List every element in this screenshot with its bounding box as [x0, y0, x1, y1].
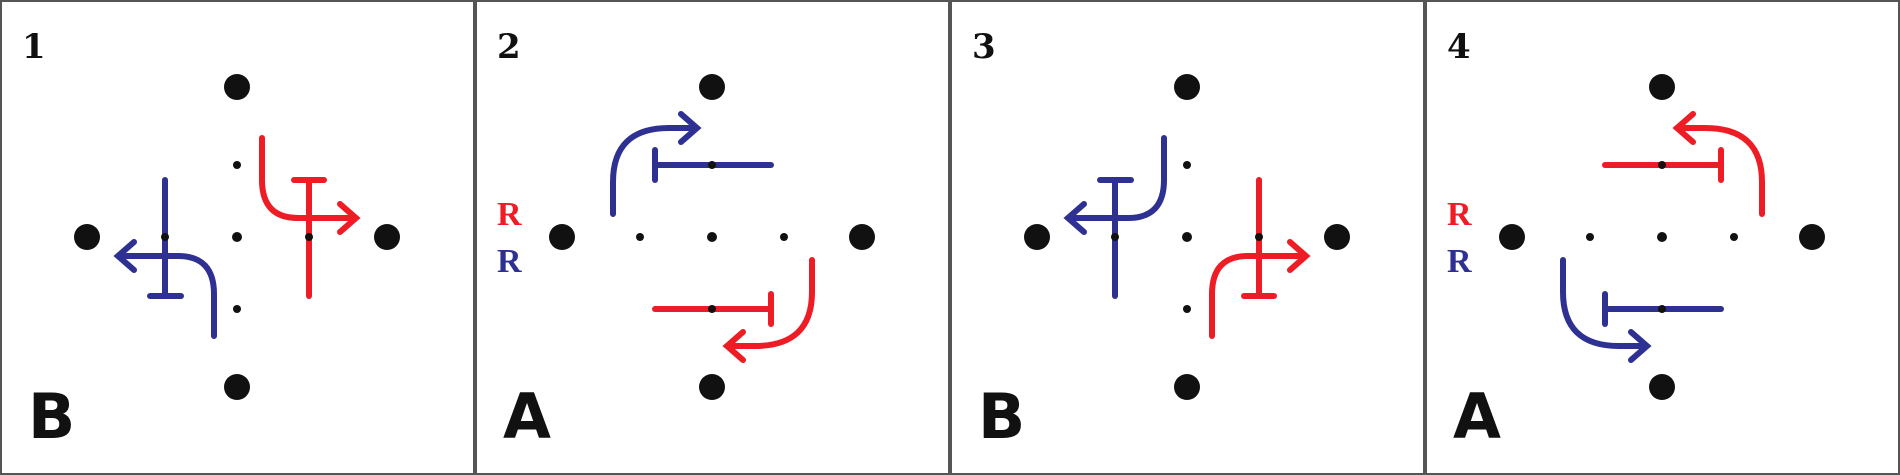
center-dot	[161, 233, 169, 241]
panel-number: 1	[22, 27, 46, 67]
small-dot	[707, 232, 717, 242]
panel-letter: B	[28, 380, 75, 453]
small-dot	[1657, 232, 1667, 242]
blue-arrowhead	[678, 111, 702, 145]
vertex-dots	[1499, 74, 1825, 400]
red-arrowhead	[337, 201, 361, 235]
small-dot	[1730, 233, 1738, 241]
vertex-dots	[1024, 74, 1350, 400]
small-dot	[1586, 233, 1594, 241]
red-strand	[1602, 111, 1765, 217]
blue-arrowhead	[1063, 201, 1087, 235]
small-dot	[1182, 232, 1192, 242]
panel-number: 2	[497, 27, 521, 67]
red-arrowhead	[722, 329, 746, 363]
label-r-blue: R	[497, 243, 522, 280]
center-dot	[1111, 233, 1119, 241]
vertex-right	[374, 224, 400, 250]
vertex-bottom	[1174, 374, 1200, 400]
blue-curve-arrow	[117, 253, 217, 339]
panel-1: 1 B	[0, 0, 475, 475]
panel-letter: B	[978, 380, 1025, 453]
panel-letter: A	[1453, 380, 1501, 453]
label-r-red: R	[1447, 196, 1472, 233]
small-dot	[1183, 161, 1191, 169]
vertex-bottom	[1649, 374, 1675, 400]
blue-strand	[1560, 257, 1724, 363]
panel-3: 3 B	[950, 0, 1425, 475]
blue-arrowhead	[1628, 329, 1652, 363]
vertex-top	[1649, 74, 1675, 100]
vertex-right	[1324, 224, 1350, 250]
center-dot	[1658, 305, 1666, 313]
blue-curve-arrow	[1067, 135, 1167, 221]
vertex-left	[1024, 224, 1050, 250]
center-dot	[1658, 161, 1666, 169]
panel-2: 2 A R R	[475, 0, 950, 475]
blue-arrowhead	[113, 239, 137, 273]
vertex-dots	[549, 74, 875, 400]
vertex-bottom	[224, 374, 250, 400]
label-r-red: R	[497, 196, 522, 233]
panel-number: 3	[972, 27, 996, 67]
center-dot	[708, 305, 716, 313]
blue-curve-arrow	[610, 125, 698, 217]
vertex-bottom	[699, 374, 725, 400]
vertex-top	[699, 74, 725, 100]
small-dot	[233, 305, 241, 313]
small-dot	[232, 232, 242, 242]
center-dot	[305, 233, 313, 241]
small-dot	[233, 161, 241, 169]
vertex-left	[74, 224, 100, 250]
red-curve-arrow	[726, 257, 815, 349]
vertex-top	[1174, 74, 1200, 100]
vertex-right	[1799, 224, 1825, 250]
panel-letter: A	[503, 380, 551, 453]
red-curve-arrow	[1209, 253, 1307, 339]
vertex-right	[849, 224, 875, 250]
panel-number: 4	[1447, 27, 1471, 67]
red-arrowhead	[1672, 111, 1696, 145]
red-curve-arrow	[1676, 125, 1765, 217]
center-dot	[708, 161, 716, 169]
small-dot	[1183, 305, 1191, 313]
small-dot	[780, 233, 788, 241]
panel-4: 4 A R R	[1425, 0, 1900, 475]
blue-curve-arrow	[1560, 257, 1648, 349]
vertex-dots	[74, 74, 400, 400]
vertex-left	[1499, 224, 1525, 250]
center-dot	[1255, 233, 1263, 241]
label-r-blue: R	[1447, 243, 1472, 280]
small-dot	[636, 233, 644, 241]
vertex-left	[549, 224, 575, 250]
red-arrowhead	[1287, 239, 1311, 273]
red-curve-arrow	[259, 135, 357, 221]
vertex-top	[224, 74, 250, 100]
